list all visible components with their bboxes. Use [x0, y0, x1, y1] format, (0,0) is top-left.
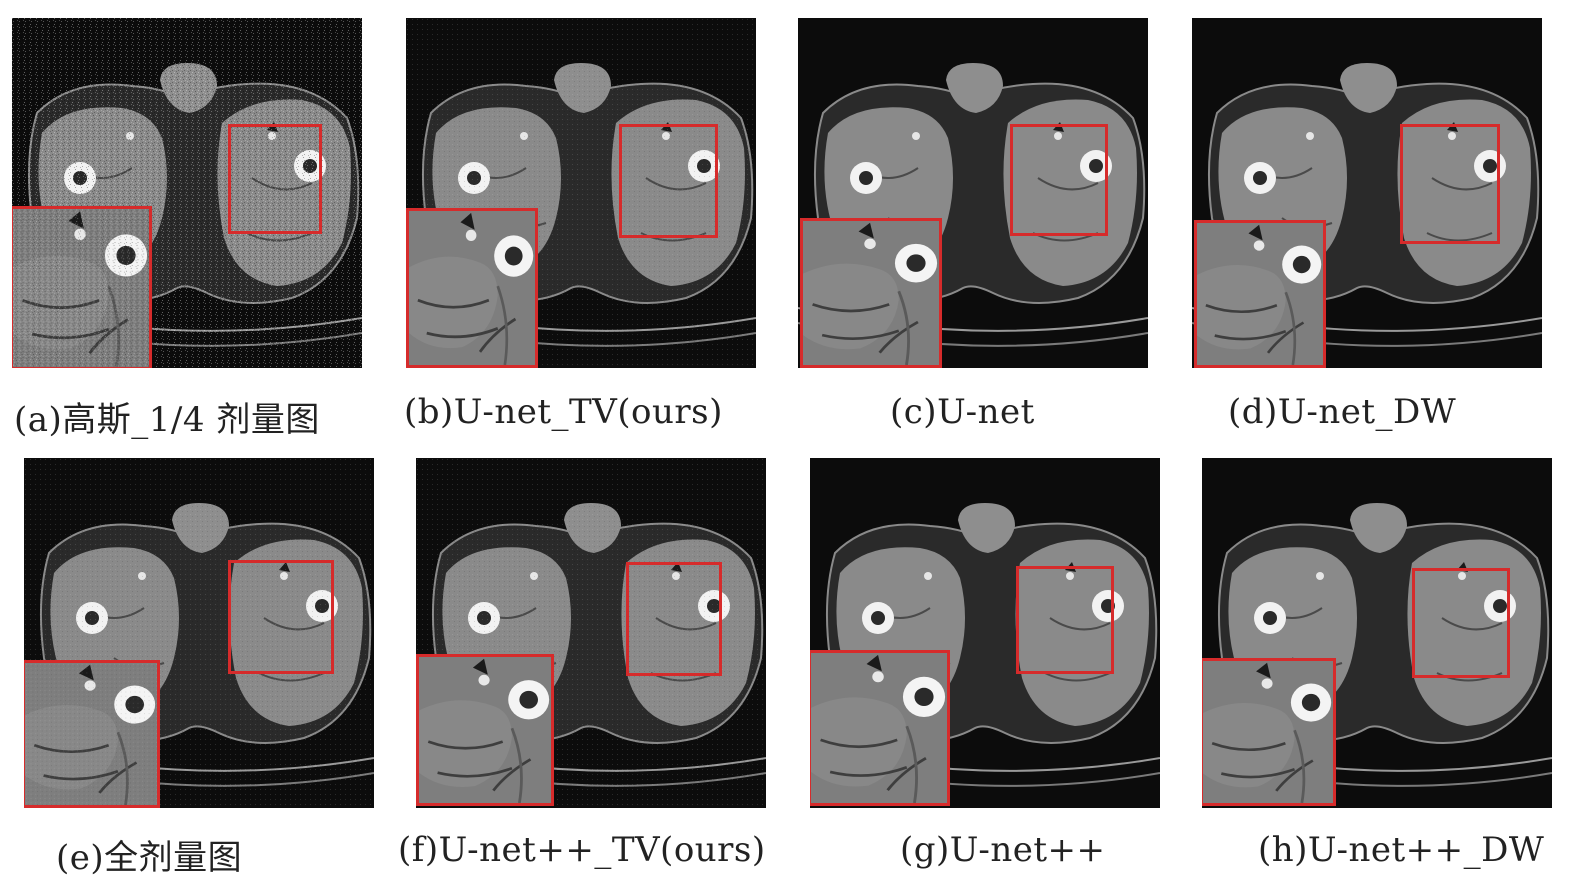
roi-box	[228, 124, 322, 234]
zoom-inset	[416, 654, 554, 806]
zoom-inset	[810, 650, 950, 806]
roi-box	[619, 124, 718, 238]
panel-caption-h: (h)U-net++_DW	[1258, 830, 1545, 870]
ct-panel-h	[1202, 458, 1552, 808]
roi-box	[1412, 568, 1510, 678]
zoom-inset	[406, 208, 538, 368]
panel-caption-e: (e)全剂量图	[56, 838, 243, 878]
zoom-inset	[1202, 658, 1336, 806]
roi-box	[1016, 566, 1114, 674]
ct-panel-g	[810, 458, 1160, 808]
panel-caption-c: (c)U-net	[890, 392, 1035, 432]
roi-box	[1400, 124, 1500, 244]
ct-panel-d	[1192, 18, 1542, 368]
zoom-inset	[24, 660, 160, 808]
zoom-inset	[1194, 220, 1326, 368]
panel-caption-f: (f)U-net++_TV(ours)	[398, 830, 766, 870]
roi-box	[1010, 124, 1108, 236]
ct-panel-b	[406, 18, 756, 368]
ct-panel-e	[24, 458, 374, 808]
panel-caption-b: (b)U-net_TV(ours)	[404, 392, 723, 432]
panel-caption-d: (d)U-net_DW	[1228, 392, 1457, 432]
panel-caption-a: (a)高斯_1/4 剂量图	[14, 400, 320, 440]
panel-caption-g: (g)U-net++	[900, 830, 1106, 870]
ct-panel-f	[416, 458, 766, 808]
zoom-inset	[800, 218, 942, 368]
zoom-inset	[12, 206, 152, 368]
ct-panel-a	[12, 18, 362, 368]
roi-box	[228, 560, 334, 674]
roi-box	[626, 562, 722, 676]
ct-panel-c	[798, 18, 1148, 368]
